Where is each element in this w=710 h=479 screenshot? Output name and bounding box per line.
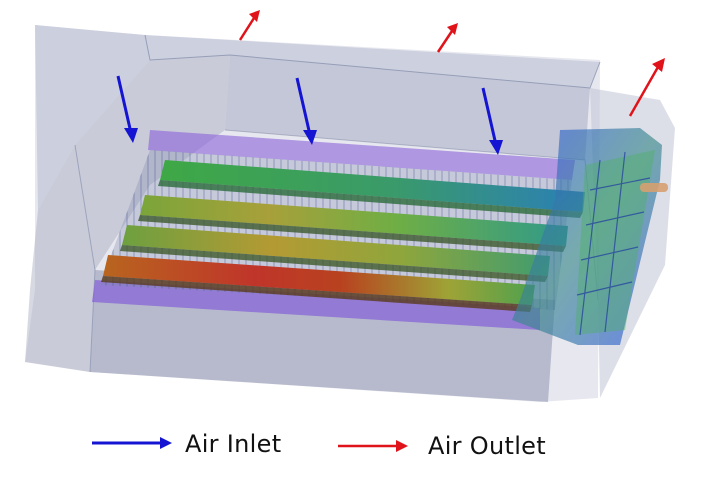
legend-inlet-label: Air Inlet [185, 430, 282, 458]
manifold [512, 128, 668, 345]
red-arrow-icon [338, 440, 408, 452]
battery-cell-1 [158, 160, 585, 218]
legend-arrows [92, 437, 408, 452]
battery-cell-4 [101, 255, 535, 312]
legend-inlet: Air Inlet [185, 427, 281, 461]
inlet-arrow-1 [116, 75, 138, 143]
outlet-arrows [238, 10, 665, 117]
legend-outlet-label: Air Outlet [428, 432, 546, 460]
inlet-arrows [116, 75, 503, 155]
outlet-pipe [640, 183, 668, 192]
battery-cell-2 [138, 195, 568, 252]
legend-outlet: Air Outlet [428, 429, 546, 463]
battery-cells [101, 160, 585, 312]
battery-cell-3 [120, 225, 550, 282]
outlet-arrow-2 [436, 23, 458, 53]
inlet-arrow-3 [481, 87, 503, 155]
blue-arrow-icon [92, 437, 172, 449]
outlet-arrow-3 [628, 58, 665, 117]
outlet-arrow-1 [238, 10, 260, 41]
inlet-arrow-2 [295, 77, 317, 145]
